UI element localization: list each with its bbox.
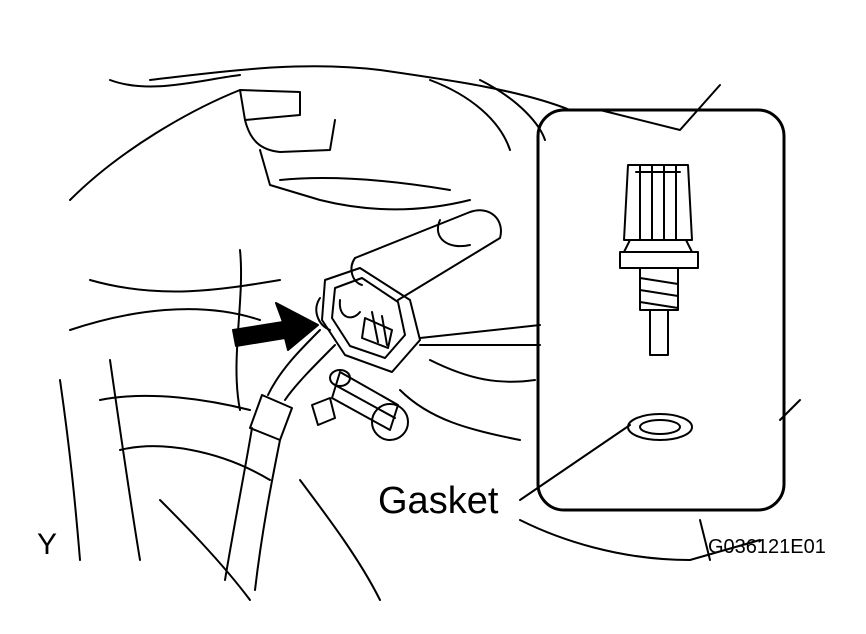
corner-letter: Y (37, 528, 58, 561)
gasket-label: Gasket (378, 480, 499, 522)
figure-code: G036121E01 (708, 536, 826, 558)
direction-arrow (232, 302, 319, 351)
coolant-hose (350, 209, 502, 301)
sensor-connector (315, 267, 421, 373)
gasket-leader (519, 424, 631, 501)
sensor-installed (311, 369, 409, 441)
gasket-detail (627, 413, 693, 441)
callout-leader (419, 324, 541, 346)
wiring-harness (224, 329, 336, 591)
sensor-detail (619, 164, 699, 356)
inset-frame (536, 108, 786, 512)
